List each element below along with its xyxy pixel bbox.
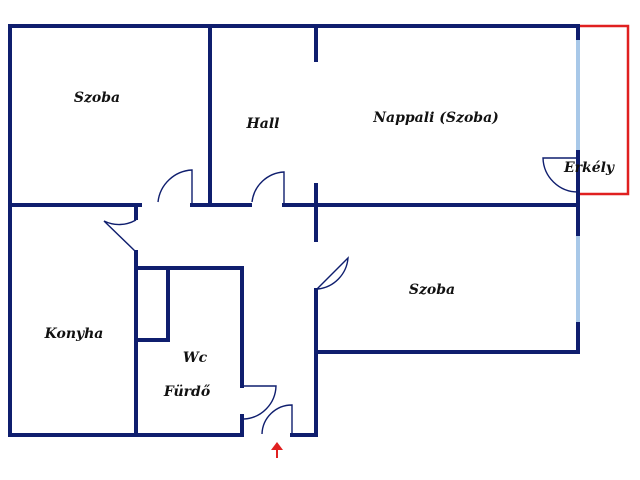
room-label-szoba-top-left: Szoba: [73, 90, 121, 106]
doors: [103, 157, 579, 435]
room-label-konyha: Konyha: [44, 326, 104, 342]
door-konyha: [103, 219, 137, 253]
room-label-erkely: Erkély: [563, 160, 615, 176]
room-label-wc: Wc: [182, 350, 208, 366]
door-erkely: [542, 157, 579, 193]
room-label-nappali: Nappali (Szoba): [373, 110, 499, 126]
room-label-furdo: Fürdő: [163, 384, 211, 400]
door-szoba-right: [315, 256, 349, 291]
entrance-arrow-icon: [271, 442, 283, 458]
door-furdo: [242, 385, 277, 420]
room-label-hall: Hall: [246, 116, 280, 132]
door-hall: [251, 171, 285, 205]
door-szoba-top-left: [157, 169, 193, 205]
outer-walls: [8, 24, 580, 437]
room-label-szoba-right: Szoba: [408, 282, 456, 298]
balcony-outline: [578, 24, 630, 196]
interior-walls: [8, 24, 580, 437]
door-entrance: [261, 404, 293, 435]
